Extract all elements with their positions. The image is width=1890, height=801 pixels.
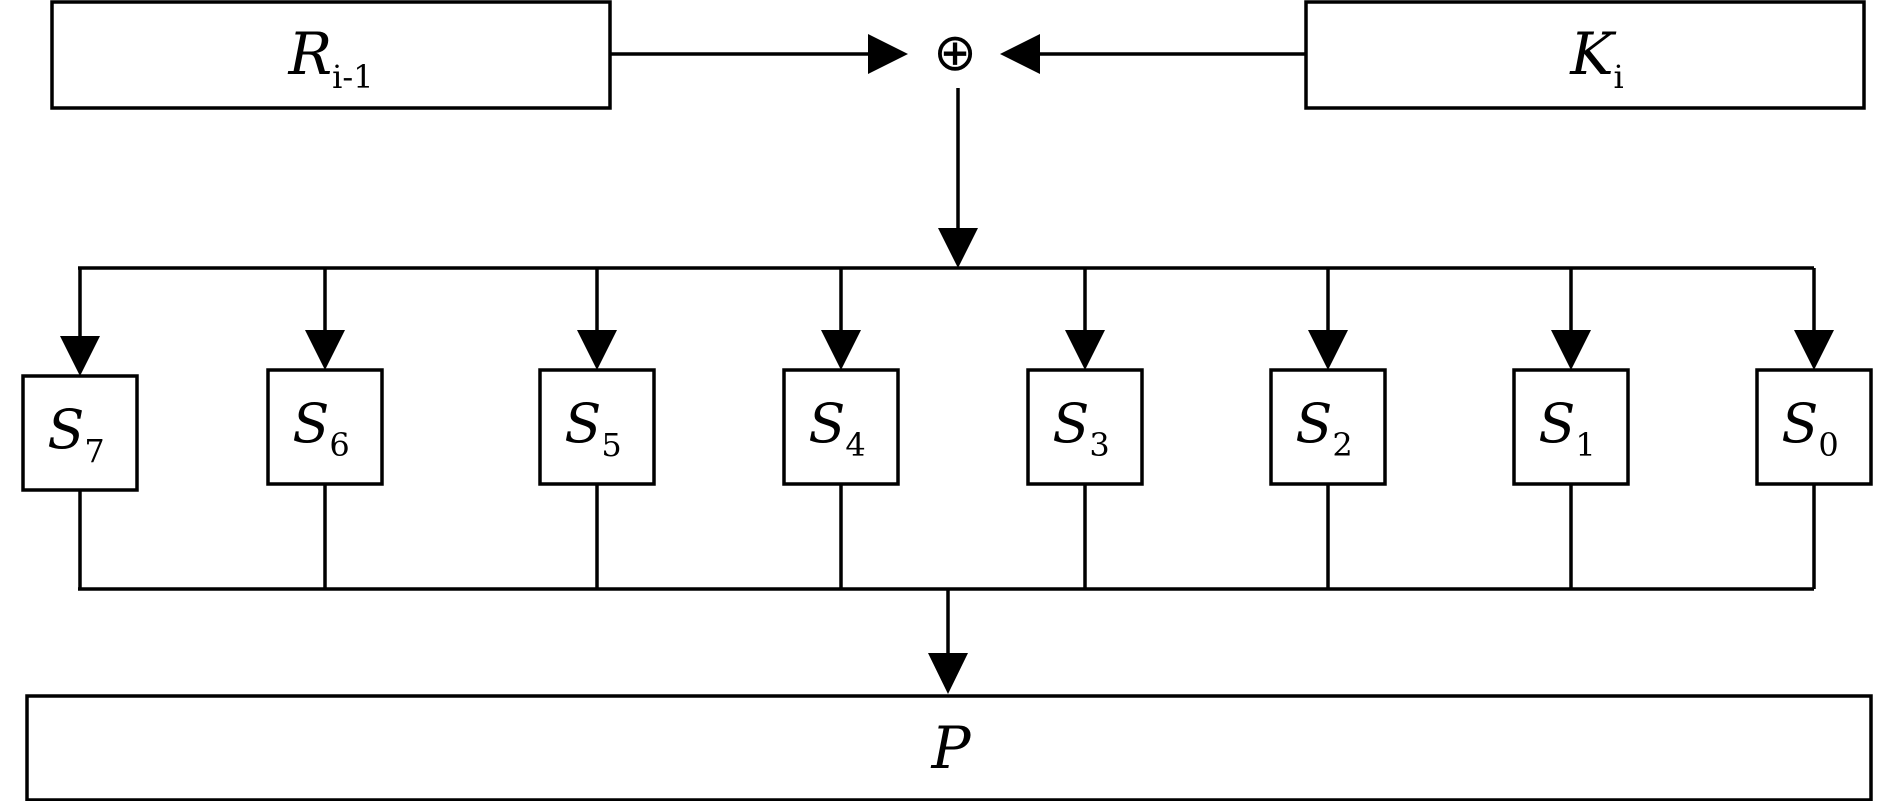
sbox-input-arrowhead — [1551, 330, 1591, 370]
sbox-input-arrowhead — [60, 336, 100, 376]
sbox-input-arrowhead — [1065, 330, 1105, 370]
sbox-label: S7 — [47, 398, 104, 470]
sbox-6: S6 — [266, 268, 384, 589]
sbox-box — [1512, 368, 1630, 486]
k-input-block: Ki — [1304, 0, 1866, 110]
sbox-0: S0 — [1755, 268, 1873, 589]
xor-output-arrowhead — [938, 228, 978, 268]
sbox-label: S2 — [1295, 392, 1352, 464]
sbox-label: S5 — [564, 392, 621, 464]
r-input-label: Ri-1 — [287, 20, 373, 96]
permutation-label: P — [930, 714, 971, 782]
sbox-box — [21, 374, 139, 492]
sbox-1: S1 — [1512, 268, 1630, 589]
sbox-5: S5 — [538, 268, 656, 589]
sbox-input-arrowhead — [577, 330, 617, 370]
k-to-xor-arrowhead — [1000, 34, 1040, 74]
sbox-input-arrowhead — [305, 330, 345, 370]
sbox-3: S3 — [1026, 268, 1144, 589]
sbox-box — [538, 368, 656, 486]
k-input-label: Ki — [1569, 20, 1624, 96]
sbox-box — [1755, 368, 1873, 486]
sbox-label: S3 — [1052, 392, 1109, 464]
sbox-group: S7 S6 S5 S4 S3 S2 S1 S0 — [21, 268, 1873, 589]
sbox-input-arrowhead — [821, 330, 861, 370]
bus-to-p-arrowhead — [928, 653, 968, 694]
sbox-4: S4 — [782, 268, 900, 589]
sbox-label: S1 — [1538, 392, 1595, 464]
r-input-block: Ri-1 — [50, 0, 612, 110]
sbox-label: S0 — [1781, 392, 1838, 464]
permutation-box — [25, 694, 1873, 801]
sbox-2: S2 — [1269, 268, 1387, 589]
r-to-xor-arrowhead — [868, 34, 908, 74]
sbox-7: S7 — [21, 268, 139, 589]
sbox-box — [1269, 368, 1387, 486]
sbox-box — [266, 368, 384, 486]
sbox-label: S4 — [808, 392, 865, 464]
sbox-label: S6 — [292, 392, 349, 464]
xor-node: ⊕ — [933, 23, 977, 83]
permutation-block: P — [25, 694, 1873, 801]
sbox-input-arrowhead — [1308, 330, 1348, 370]
r-input-box — [50, 0, 612, 110]
sbox-input-arrowhead — [1794, 330, 1834, 370]
